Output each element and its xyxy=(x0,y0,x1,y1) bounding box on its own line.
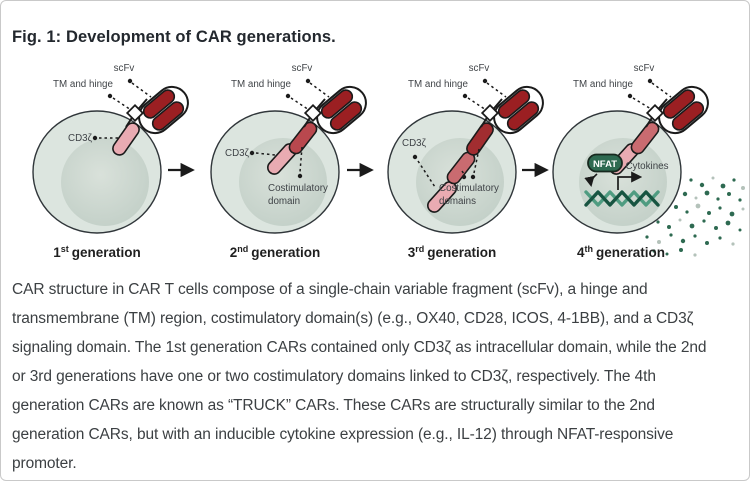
cd3z-leader-dot xyxy=(249,150,255,156)
scfv-leader-line xyxy=(651,82,672,98)
cd3z-leader-dot xyxy=(92,135,98,141)
tm-hinge-leader-dot xyxy=(107,93,113,99)
scfv-label: scFv xyxy=(114,63,135,74)
cd3z-leader-dot xyxy=(412,154,418,160)
tm-hinge-leader-line xyxy=(290,97,310,111)
tm-hinge-leader-dot xyxy=(285,93,291,99)
costim-leader-line-1 xyxy=(461,170,465,175)
cd3z-label: CD3ζ xyxy=(402,138,427,149)
scfv-leader-dot xyxy=(305,78,311,84)
panel-generation-3: scFv TM and hinge CD3ζ Costimulatory dom… xyxy=(387,63,551,260)
caption-line: or 3rd generations have one or two costi… xyxy=(12,368,656,385)
costimulatory-domain-1 xyxy=(466,122,494,156)
tm-hinge-leader-line xyxy=(112,97,132,111)
costim-leader-dot-1 xyxy=(461,174,467,180)
promoter-arrow xyxy=(617,171,643,190)
costim-label-line1: Costimulatory xyxy=(439,183,499,194)
caption-line: CAR structure in CAR T cells compose of … xyxy=(12,281,648,298)
costim-leader-line xyxy=(299,146,303,173)
tm-hinge-label: TM and hinge xyxy=(408,79,468,90)
figure-caption: CAR structure in CAR T cells compose of … xyxy=(12,275,746,478)
costimulatory-domain xyxy=(630,121,660,155)
caption-line: transmembrane (TM) region, costimulatory… xyxy=(12,310,694,327)
panel-generation-2: scFv TM and hinge CD3ζ Costimulatory dom… xyxy=(210,63,374,260)
costim-leader-dot xyxy=(297,173,303,179)
panel-generation-4: scFv TM and hinge NFAT Cytokines xyxy=(552,63,745,260)
figure-title: Fig. 1: Development of CAR generations. xyxy=(12,28,336,46)
costim-leader-line-2 xyxy=(473,148,480,174)
costim-label-line2: domain xyxy=(268,196,300,207)
scfv-leader-dot xyxy=(127,78,133,84)
cd3z-label: CD3ζ xyxy=(68,133,93,144)
scfv-leader-dot xyxy=(647,78,653,84)
tm-hinge-leader-dot xyxy=(462,93,468,99)
scfv-label: scFv xyxy=(634,63,655,74)
costim-leader-dot-2 xyxy=(470,174,476,180)
t-cell-nucleus xyxy=(61,138,149,226)
cd3z-label: CD3ζ xyxy=(225,148,250,159)
scfv-leader-line xyxy=(309,82,330,98)
car-receptor xyxy=(267,79,374,175)
car-receptor xyxy=(112,79,196,156)
caption-line: signaling domain. The 1st generation CAR… xyxy=(12,339,707,356)
t-cell-nucleus xyxy=(416,138,504,226)
caption-line: promoter. xyxy=(12,455,77,472)
caption-line: generation CARs are known as “TRUCK” CAR… xyxy=(12,397,655,414)
scfv-leader-line xyxy=(486,82,507,98)
costimulatory-domain xyxy=(288,121,318,155)
cd3z-domain xyxy=(112,122,140,156)
tm-hinge-label: TM and hinge xyxy=(231,79,291,90)
tm-hinge-leader-line xyxy=(467,97,487,111)
cytokines-label: Cytokines xyxy=(625,161,668,172)
scfv-label: scFv xyxy=(469,63,490,74)
caption-line: generation CARs, but with an inducible c… xyxy=(12,426,674,443)
t-cell-nucleus xyxy=(239,138,327,226)
scfv-leader-dot xyxy=(482,78,488,84)
dna-helix xyxy=(584,190,660,207)
nfat-factor xyxy=(587,153,623,173)
nfat-to-dna-arrow xyxy=(584,173,598,188)
costim-label-line1: Costimulatory xyxy=(268,183,328,194)
tm-hinge-label: TM and hinge xyxy=(53,79,113,90)
scfv-label: scFv xyxy=(292,63,313,74)
tm-hinge-label: TM and hinge xyxy=(573,79,633,90)
tm-hinge-leader-line xyxy=(632,97,652,110)
car-receptor xyxy=(427,79,551,213)
secreted-cytokine-dots xyxy=(645,176,745,257)
scfv-leader-line xyxy=(131,82,152,98)
nfat-label: NFAT xyxy=(593,159,617,170)
costim-label-line2: domains xyxy=(439,196,476,207)
tm-hinge-leader-dot xyxy=(627,93,633,99)
